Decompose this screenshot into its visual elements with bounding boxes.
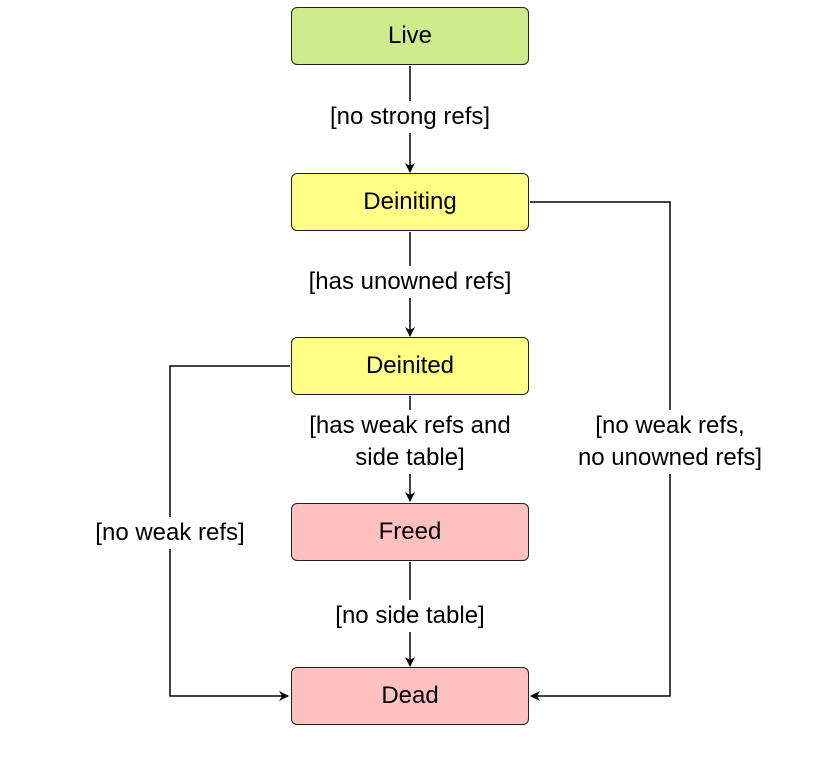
label-deinited-to-freed: [has weak refs and side table] (287, 410, 533, 474)
state-dead: Dead (291, 667, 529, 725)
state-deiniting: Deiniting (291, 173, 529, 231)
label-freed-to-dead: [no side table] (312, 600, 508, 632)
label-live-to-deiniting: [no strong refs] (305, 101, 515, 133)
label-deiniting-to-deinited: [has unowned refs] (292, 266, 528, 298)
state-deinited-label: Deinited (365, 352, 455, 379)
state-live-label: Live (387, 22, 433, 49)
state-freed: Freed (291, 503, 529, 561)
label-deiniting-to-dead-line-2: no unowned refs] (577, 444, 763, 471)
state-deinited: Deinited (291, 337, 529, 395)
label-deiniting-to-dead: [no weak refs, no unowned refs] (556, 410, 784, 474)
label-deinited-to-dead: [no weak refs] (78, 517, 262, 549)
state-freed-label: Freed (378, 518, 442, 545)
state-live: Live (291, 7, 529, 65)
state-dead-label: Dead (381, 682, 439, 709)
state-deiniting-label: Deiniting (363, 188, 457, 215)
label-deiniting-to-dead-line-1: [no weak refs, (595, 412, 745, 439)
label-deinited-to-freed-line-2: side table] (355, 444, 465, 471)
label-deinited-to-freed-line-1: [has weak refs and (309, 412, 511, 439)
